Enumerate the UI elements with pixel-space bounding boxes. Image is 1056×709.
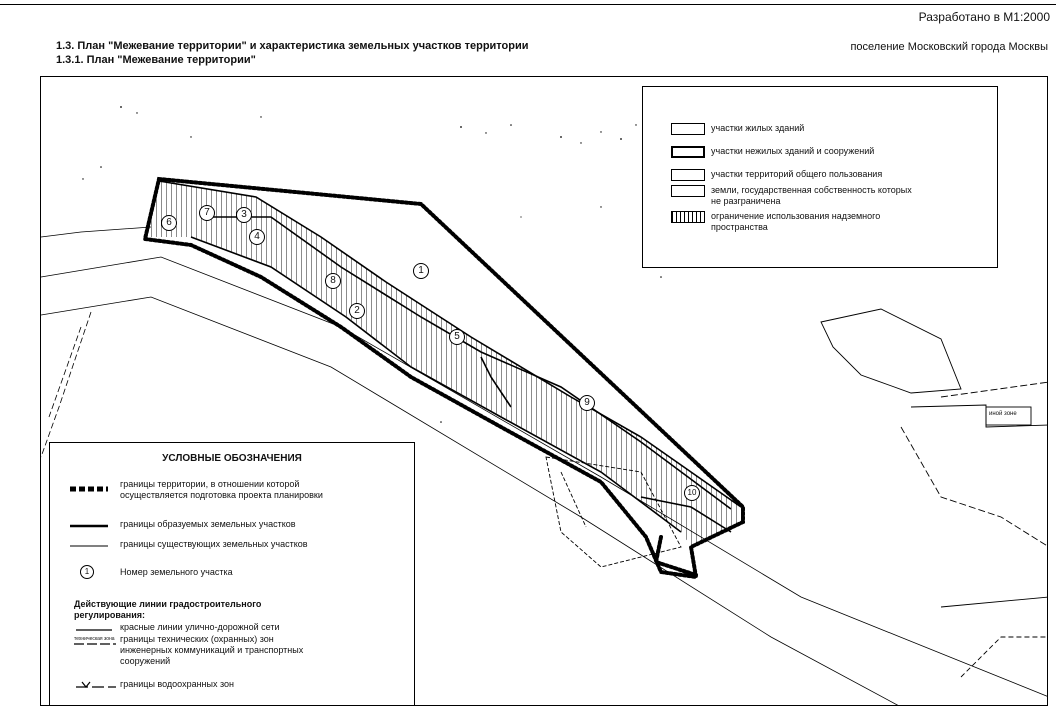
parcel-label-1[interactable]: 1	[413, 263, 429, 279]
scale-stamp: Разработано в M1:2000	[918, 10, 1050, 24]
legend-title: УСЛОВНЫЕ ОБОЗНАЧЕНИЯ	[162, 453, 302, 464]
parcel-label-3[interactable]: 3	[236, 207, 252, 223]
swatch-thin	[671, 169, 705, 181]
territory-boundary	[142, 176, 745, 580]
regulation-heading: Действующие линии градостроительного рег…	[74, 599, 262, 620]
territory-boundary-label: границы территории, в отношении которой …	[120, 479, 323, 500]
parcel-label-4[interactable]: 4	[249, 229, 265, 245]
existing-parcels-symbol	[70, 545, 108, 547]
map-texture-dots	[82, 106, 662, 423]
legend-row-airspace: ограничение использования надземного про…	[671, 211, 921, 233]
swatch-hatch	[671, 211, 705, 223]
tech-zones-label: границы технических (охранных) зон инжен…	[120, 634, 304, 666]
parcel-label-2[interactable]: 2	[349, 303, 365, 319]
swatch-thin	[671, 185, 705, 197]
adjacent-parcels	[545, 308, 1047, 678]
small-zone-label: иной зоне	[989, 411, 1017, 417]
legend-row-residential: участки жилых зданий	[671, 123, 804, 135]
parcel-label-9[interactable]: 9	[579, 395, 595, 411]
water-zones-label: границы водоохранных зон	[120, 679, 234, 689]
tech-zone-tag: техническая зона	[74, 636, 115, 642]
territory-boundary-symbol	[70, 486, 108, 492]
tech-zones-symbol	[74, 643, 116, 645]
red-lines-symbol	[76, 629, 112, 631]
formed-parcels-symbol	[70, 524, 108, 528]
swatch-thick	[671, 146, 705, 158]
water-zones-symbol	[76, 681, 116, 688]
parcel-number-symbol: 1	[80, 565, 94, 579]
parcel-label-10[interactable]: 10	[684, 485, 700, 501]
legend-symbols: УСЛОВНЫЕ ОБОЗНАЧЕНИЯ границы территории,…	[49, 442, 415, 706]
formed-parcels-label: границы образуемых земельных участков	[120, 519, 296, 529]
page-title: 1.3. План "Межевание территории" и харак…	[56, 39, 529, 67]
parcel-label-6[interactable]: 6	[161, 215, 177, 231]
parcel-label-8[interactable]: 8	[325, 273, 341, 289]
legend-row-nonresidential: участки нежилых зданий и сооружений	[671, 146, 874, 158]
swatch-thin	[671, 123, 705, 135]
parcel-label-5[interactable]: 5	[449, 329, 465, 345]
title-line-2: 1.3.1. План "Межевание территории"	[56, 54, 256, 66]
red-lines-label: красные линии улично-дорожной сети	[120, 622, 280, 632]
road-lines	[41, 226, 1047, 705]
legend-row-state-land: земли, государственная собственность кот…	[671, 185, 921, 207]
top-rule	[0, 4, 1056, 5]
settlement-caption: поселение Московский города Москвы	[850, 41, 1048, 53]
parcel-label-7[interactable]: 7	[199, 205, 215, 221]
legend-parcel-types: участки жилых зданий участки нежилых зда…	[642, 86, 998, 268]
legend-row-public: участки территорий общего пользования	[671, 169, 882, 181]
title-line-1: 1.3. План "Межевание территории" и харак…	[56, 40, 529, 52]
existing-parcels-label: границы существующих земельных участков	[120, 539, 308, 549]
parcel-number-label: Номер земельного участка	[120, 567, 233, 577]
